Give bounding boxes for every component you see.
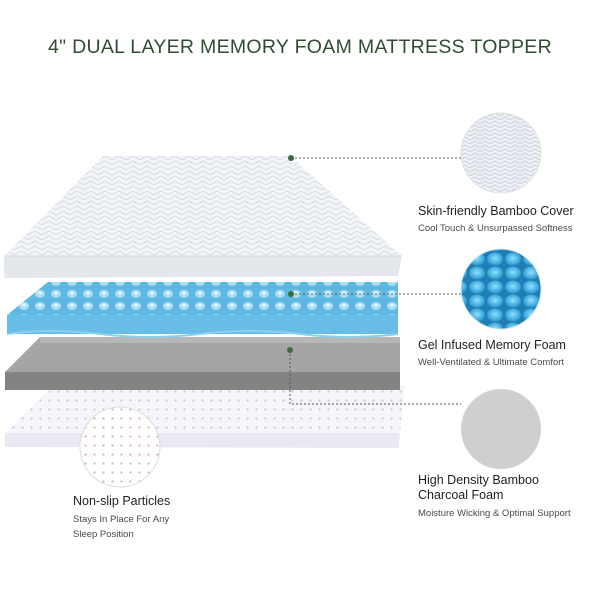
cover-label-group: Skin-friendly Bamboo Cover Cool Touch & … (418, 204, 574, 234)
cover-label: Skin-friendly Bamboo Cover (418, 204, 574, 218)
gel-label-group: Gel Infused Memory Foam Well-Ventilated … (418, 338, 566, 368)
cover-subtitle: Cool Touch & Unsurpassed Softness (418, 223, 573, 234)
connector-dot-gel (288, 291, 294, 297)
cover-detail-circle (460, 112, 542, 194)
non-slip-bottom-layer (5, 385, 405, 448)
non-slip-label: Non-slip Particles (73, 494, 171, 508)
connector-dot-cover (288, 155, 294, 161)
non-slip-label-group: Non-slip Particles Stays In Place For An… (73, 494, 170, 542)
non-slip-subtitle-line2: Sleep Position (73, 529, 134, 540)
connector-dot-charcoal (287, 347, 293, 353)
gel-detail-circle (460, 248, 542, 330)
charcoal-label-line2: Charcoal Foam (418, 488, 504, 502)
gel-memory-foam-layer (6, 282, 399, 338)
non-slip-detail-circle (79, 406, 161, 488)
gel-label: Gel Infused Memory Foam (418, 338, 566, 352)
connector-charcoal (289, 350, 461, 405)
charcoal-foam-layer (5, 337, 400, 390)
charcoal-label-group: High Density Bamboo Charcoal Foam Moistu… (418, 473, 571, 519)
charcoal-label-line1: High Density Bamboo (418, 473, 539, 487)
page-title: 4" DUAL LAYER MEMORY FOAM MATTRESS TOPPE… (48, 36, 552, 58)
charcoal-detail-circle (461, 389, 541, 469)
bamboo-cover-layer (4, 156, 402, 278)
gel-subtitle: Well-Ventilated & Ultimate Comfort (418, 357, 565, 368)
charcoal-subtitle: Moisture Wicking & Optimal Support (418, 508, 571, 519)
non-slip-subtitle-line1: Stays In Place For Any (73, 514, 170, 525)
